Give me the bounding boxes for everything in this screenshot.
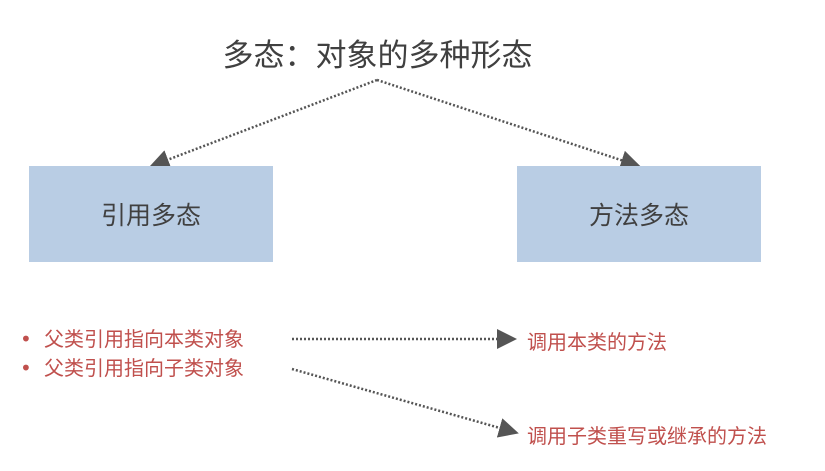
result-text: 调用本类的方法 [527,330,667,354]
diagram-title: 多态：对象的多种形态 [222,38,533,74]
bullet-item: • 父类引用指向子类对象 [20,352,244,381]
method-polymorphism-box: 方法多态 [517,166,761,262]
bullet-text: 父类引用指向子类对象 [44,356,244,380]
reference-polymorphism-box: 引用多态 [29,166,273,262]
arrow-to-method-polymorphism [376,78,641,170]
bullet-dot-icon: • [20,356,32,380]
result-text: 调用子类重写或继承的方法 [527,424,767,448]
bullet-text: 父类引用指向本类对象 [44,327,244,351]
bullet-dot-icon: • [20,327,32,351]
bullet-item: • 父类引用指向本类对象 [20,323,244,352]
arrow-to-reference-polymorphism [149,78,378,170]
arrow-bullet2-to-result2 [291,367,519,438]
